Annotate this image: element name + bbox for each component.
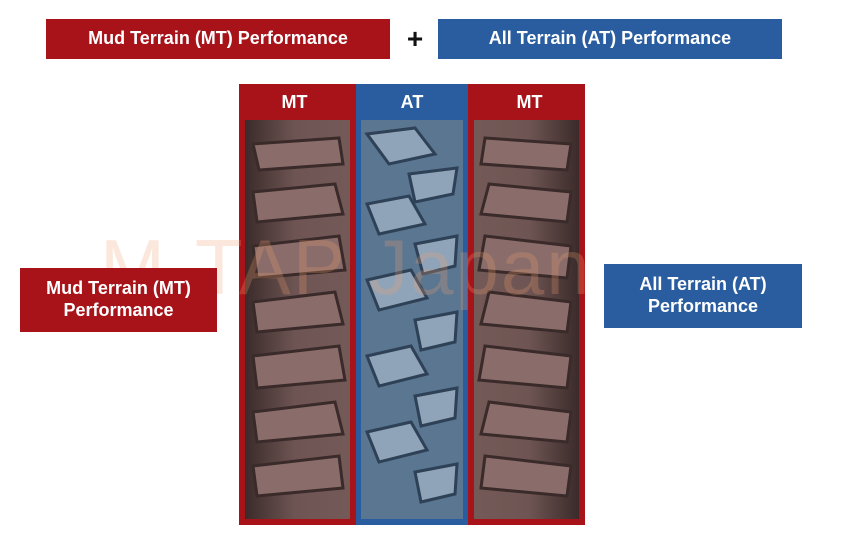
plus-sign: + — [406, 23, 424, 54]
column-label-at: AT — [400, 91, 424, 112]
column-label-mt-right: MT — [516, 91, 543, 112]
mt-side-label: Mud Terrain (MT) Performance — [20, 268, 217, 332]
tire-tread-diagram: MT AT MT — [239, 84, 585, 525]
mt-performance-banner: Mud Terrain (MT) Performance — [46, 19, 390, 59]
column-label-mt-left: MT — [281, 91, 308, 112]
at-side-label: All Terrain (AT) Performance — [604, 264, 802, 328]
at-performance-banner: All Terrain (AT) Performance — [438, 19, 782, 59]
tire-tread-illustration — [239, 84, 585, 525]
